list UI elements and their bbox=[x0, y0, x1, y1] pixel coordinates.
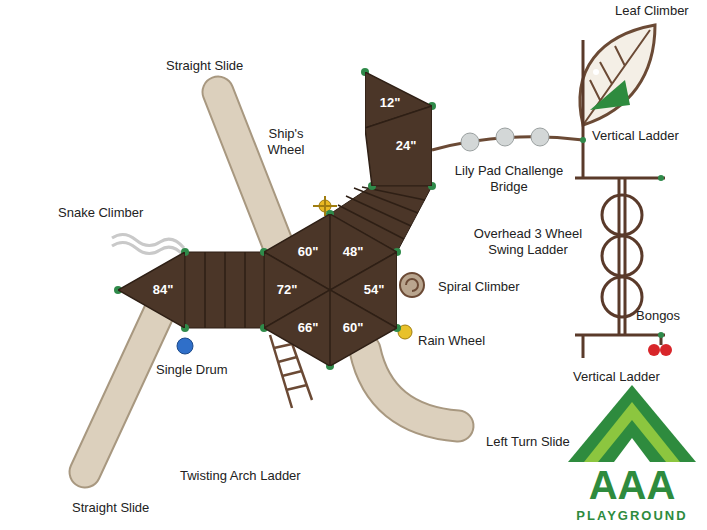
lily-pad-bridge bbox=[432, 128, 583, 151]
deck-height: 66" bbox=[298, 321, 319, 335]
deck-height: 12" bbox=[380, 96, 401, 110]
platform-outline bbox=[330, 290, 397, 366]
deck-height: 48" bbox=[343, 245, 364, 259]
deck-platform: 60" bbox=[330, 290, 397, 366]
deck-height: 24" bbox=[396, 139, 417, 153]
leaf-climber bbox=[580, 25, 655, 125]
part-label: Straight Slide bbox=[166, 58, 243, 74]
part-label: Lily Pad Challenge Bridge bbox=[448, 163, 570, 194]
platform-outline bbox=[264, 290, 330, 366]
deck-platform: 66" bbox=[264, 290, 330, 366]
deck-height: 72" bbox=[277, 283, 298, 297]
part-label: Vertical Ladder bbox=[573, 369, 660, 385]
part-label: Leaf Climber bbox=[615, 3, 689, 19]
deck-height: 84" bbox=[153, 283, 174, 297]
platform-outline bbox=[118, 252, 185, 328]
deck-height: 60" bbox=[298, 245, 319, 259]
part-label: Bongos bbox=[636, 308, 680, 324]
platform-shape bbox=[118, 252, 185, 328]
logo-text: AAA bbox=[589, 465, 676, 505]
posts bbox=[114, 68, 664, 370]
part-label: Left Turn Slide bbox=[486, 434, 570, 450]
deck-bridge bbox=[185, 252, 264, 328]
deck-platform: 84" bbox=[118, 252, 185, 328]
part-label: Twisting Arch Ladder bbox=[180, 468, 301, 484]
part-label: Vertical Ladder bbox=[592, 128, 679, 144]
slides bbox=[85, 92, 458, 472]
part-label: Overhead 3 Wheel Swing Ladder bbox=[466, 226, 590, 257]
logo-subtext: PLAYGROUND bbox=[576, 509, 687, 522]
deck-height: 54" bbox=[364, 283, 385, 297]
part-label: Ship's Wheel bbox=[256, 126, 316, 157]
part-label: Straight Slide bbox=[72, 500, 149, 516]
deck-platform: 24" bbox=[365, 106, 432, 186]
deck-height: 60" bbox=[343, 321, 364, 335]
part-label: Snake Climber bbox=[58, 205, 143, 221]
platform-shape bbox=[330, 290, 397, 366]
part-label: Spiral Climber bbox=[438, 279, 520, 295]
part-label: Rain Wheel bbox=[418, 333, 485, 349]
snake-climber bbox=[112, 234, 184, 256]
logo-mark bbox=[568, 385, 696, 462]
platform-shape bbox=[365, 106, 432, 186]
part-label: Single Drum bbox=[156, 362, 228, 378]
platform-shape bbox=[264, 290, 330, 366]
accessories bbox=[177, 196, 672, 356]
